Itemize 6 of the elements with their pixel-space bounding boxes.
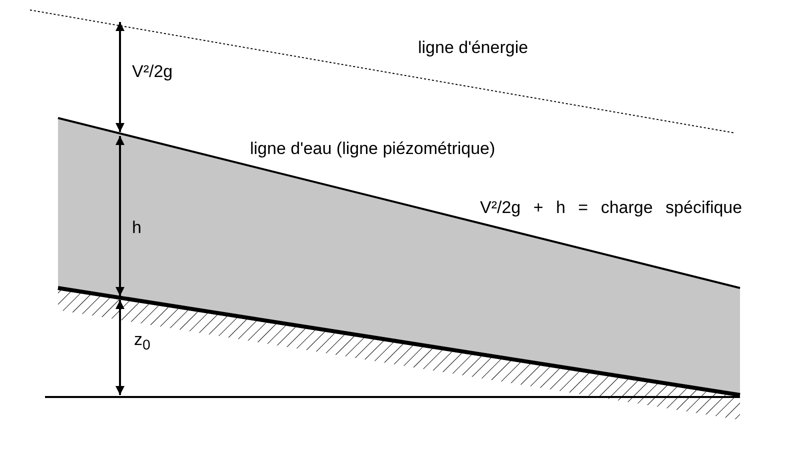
line-label: ligne d'eau (ligne piézométrique) bbox=[250, 139, 496, 159]
line-label: ligne d'énergie bbox=[418, 38, 528, 58]
equation-text: V²/2g + h = charge spécifique bbox=[480, 198, 742, 218]
dimension-label: V²/2g bbox=[132, 62, 173, 82]
dimension-label: z$_{0}$ bbox=[134, 330, 150, 356]
dimension-label: h bbox=[132, 218, 142, 238]
